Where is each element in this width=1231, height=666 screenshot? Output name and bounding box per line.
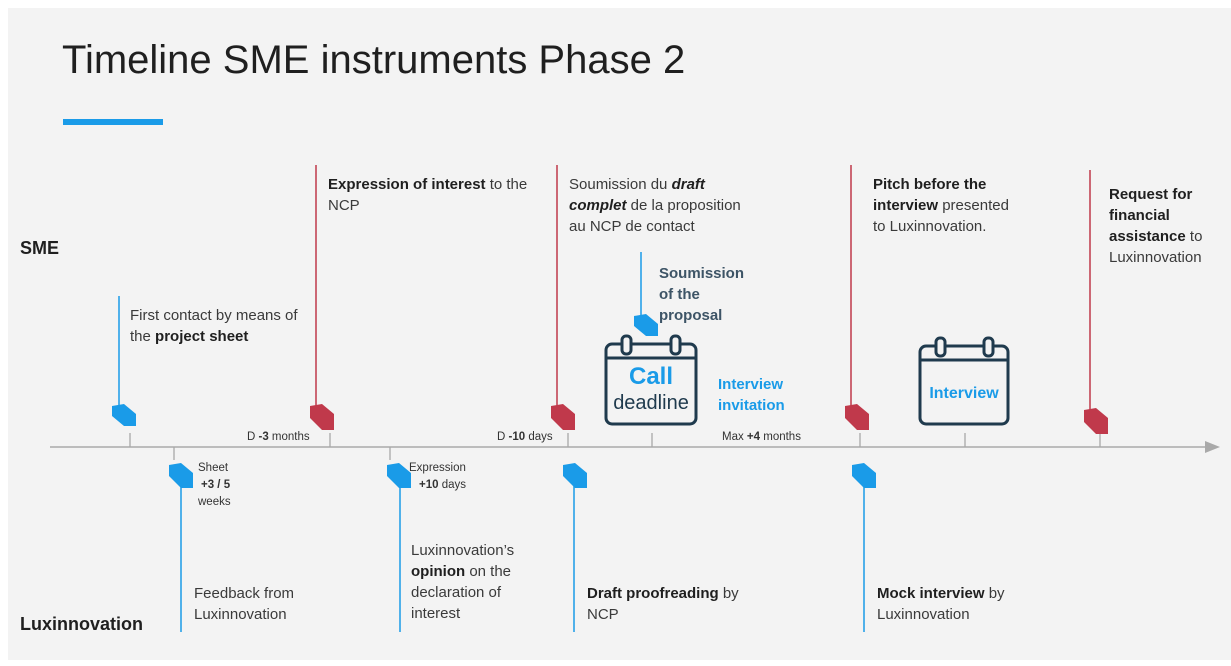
marker-request bbox=[1084, 408, 1108, 434]
calendar-icon-interview bbox=[918, 344, 1010, 426]
axis-label-d-3-months: D -3 months bbox=[247, 431, 310, 443]
calendar-rings-call bbox=[620, 334, 682, 356]
event-expression-of-interest: Expression of interest to the NCP bbox=[328, 176, 528, 214]
marker-feedback bbox=[169, 463, 193, 488]
lane-label-luxinnovation: Luxinnovation bbox=[20, 614, 143, 634]
marker-mock bbox=[852, 463, 876, 488]
calendar-deadline-label: deadline bbox=[613, 392, 689, 414]
calendar-rings-interview bbox=[934, 336, 995, 358]
event-interview-invitation: Interview invitation bbox=[718, 376, 785, 414]
calendar-call-label: Call bbox=[628, 363, 673, 390]
slide bbox=[8, 8, 1231, 660]
event-soumission-proposal: Soumission of the proposal bbox=[659, 265, 745, 324]
event-mock-interview: Mock interview by Luxinnovation bbox=[877, 585, 1005, 623]
axis-arrowhead bbox=[1205, 441, 1220, 453]
event-pitch: Pitch before the interview presented to … bbox=[873, 176, 1009, 235]
marker-draft-proof bbox=[563, 463, 587, 488]
event-request: Request for financial assistance to Luxi… bbox=[1109, 186, 1203, 266]
marker-first-contact bbox=[112, 404, 136, 426]
marker-soumission-draft bbox=[551, 404, 575, 430]
event-soumission-draft: Soumission du draft complet de la propos… bbox=[569, 176, 741, 235]
axis-label-max-4-months: Max +4 months bbox=[722, 431, 801, 443]
marker-expression bbox=[310, 404, 334, 430]
marker-opinion bbox=[387, 463, 411, 488]
marker-soumission-proposal bbox=[634, 314, 658, 336]
axis-ticks bbox=[129, 433, 1101, 460]
event-opinion: Luxinnovation’s opinion on the declarati… bbox=[411, 542, 515, 622]
calendar-icon-call bbox=[604, 342, 698, 426]
calendar-interview-label: Interview bbox=[929, 385, 999, 402]
lane-label-sme: SME bbox=[20, 238, 60, 258]
page-title: Timeline SME instruments Phase 2 bbox=[62, 38, 686, 82]
label-sheet-weeks: Sheet +3 / 5 weeks bbox=[198, 462, 231, 508]
axis-label-d-10-days: D -10 days bbox=[497, 431, 553, 443]
event-feedback: Feedback from Luxinnovation bbox=[194, 585, 295, 623]
label-expression-days: Expression +10 days bbox=[409, 462, 467, 491]
title-accent-bar bbox=[63, 119, 163, 125]
event-draft-proofreading: Draft proofreading by NCP bbox=[587, 585, 739, 623]
event-first-contact: First contact by means of the project sh… bbox=[130, 307, 298, 345]
marker-pitch bbox=[845, 404, 869, 430]
